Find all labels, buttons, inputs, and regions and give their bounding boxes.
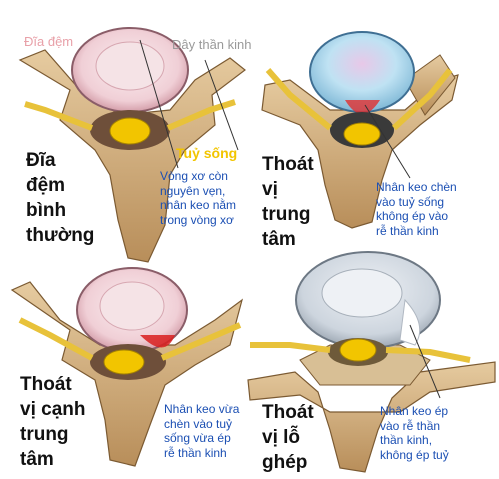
- nerve-left: [250, 342, 331, 353]
- label-spinal-cord: Tuỷ sống: [176, 145, 238, 161]
- label-disc: Đĩa đệm: [24, 34, 74, 49]
- panel-central-note: Nhân keo chèn vào tuỷ sống không ép vào …: [376, 180, 457, 238]
- herniation: [345, 100, 380, 114]
- panel-foraminal-artwork: [247, 251, 496, 473]
- panel-foraminal-title: Thoát vị lỗ ghép: [262, 402, 314, 473]
- label-nerve: Dây thần kinh: [172, 37, 252, 52]
- herniation: [140, 335, 175, 348]
- nerve-right: [166, 99, 236, 131]
- panel-paracentral-artwork: [10, 267, 244, 467]
- nucleus: [321, 268, 403, 318]
- spinal-cord: [343, 122, 381, 146]
- spinal-cord: [109, 117, 151, 145]
- spinal-cord: [339, 338, 377, 362]
- nerve-left: [265, 68, 332, 131]
- panel-normal-note: Vòng xơ còn nguyên vẹn, nhân keo nằm tro…: [160, 169, 237, 227]
- spinal-cord: [103, 349, 145, 375]
- panel-normal-title: Đĩa đệm bình thường: [26, 150, 95, 246]
- panel-normal-artwork: [18, 27, 246, 263]
- nerve-right: [160, 322, 242, 361]
- panel-central-artwork: [261, 31, 459, 229]
- panel-central-title: Thoát vị trung tâm: [262, 154, 314, 250]
- nerve-left: [18, 317, 94, 361]
- nerve-right: [385, 347, 471, 363]
- panel-foraminal-note: Nhân keo ép vào rễ thần thần kinh, không…: [380, 404, 449, 462]
- nucleus: [99, 281, 165, 331]
- nerve-right: [391, 68, 453, 131]
- panel-paracentral-title: Thoát vị cạnh trung tâm: [20, 374, 86, 470]
- herniation: [399, 298, 421, 346]
- panel-paracentral-note: Nhân keo vừa chèn vào tuỷ sống vừa ép rễ…: [164, 402, 240, 460]
- nucleus: [95, 41, 165, 91]
- nerve-left: [24, 101, 94, 131]
